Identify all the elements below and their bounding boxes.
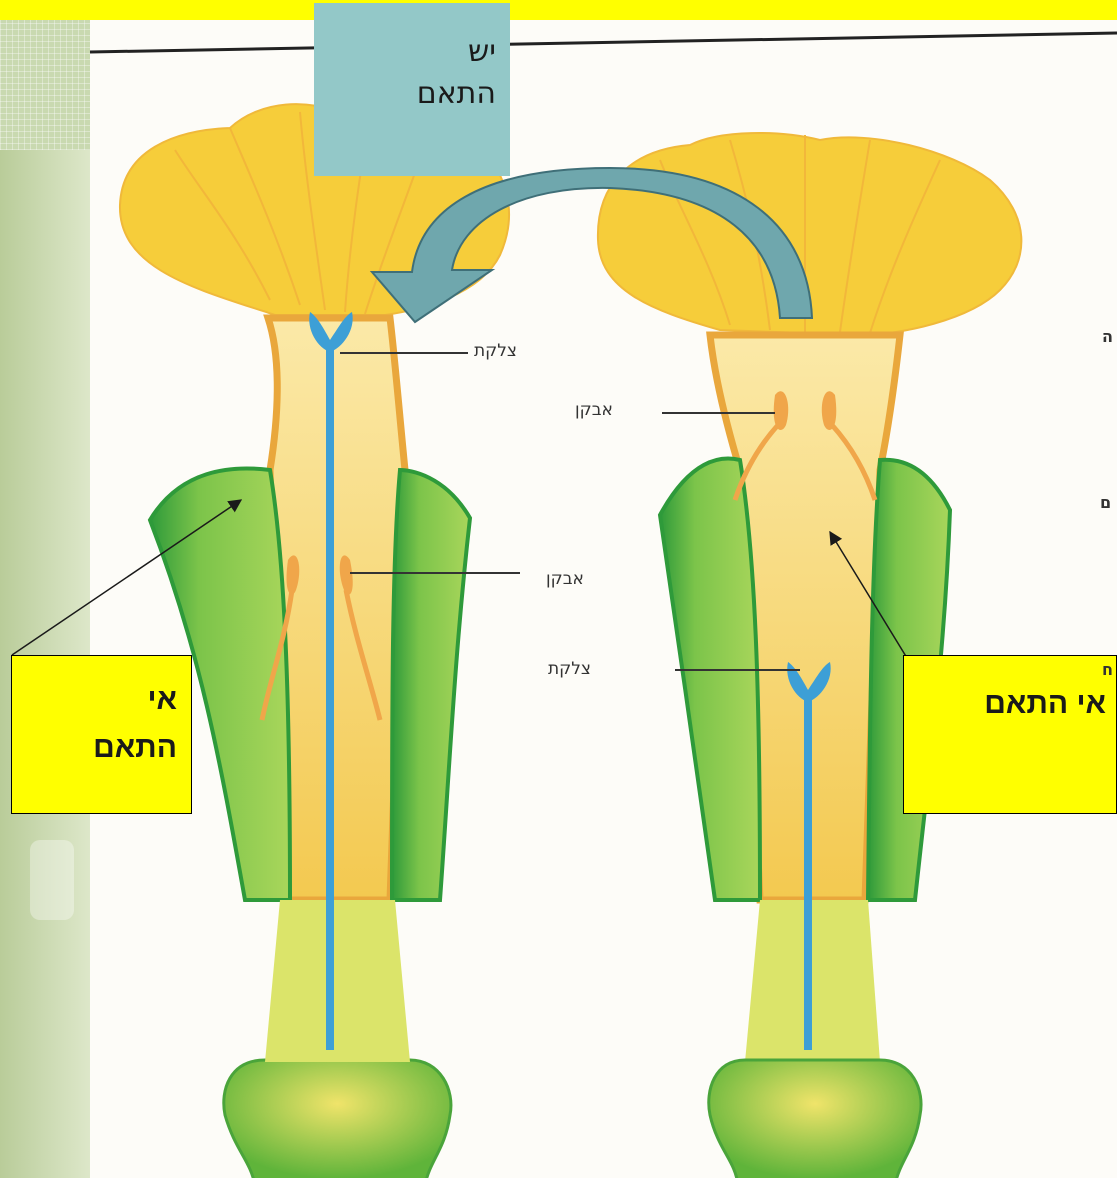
right-ovary: [709, 1060, 921, 1178]
left-ovary: [224, 1060, 451, 1178]
compatible-line-1: יש: [314, 31, 496, 73]
compatible-line-2: התאם: [314, 73, 496, 115]
label-stigma-left: צלקת: [474, 341, 517, 361]
incompatible-callout-left: אי התאם: [11, 655, 192, 814]
incompatible-left-line-2: התאם: [12, 724, 177, 772]
left-sepal-right: [392, 470, 470, 900]
incompatible-left-line-1: אי: [12, 676, 177, 724]
incompatible-callout-right: אי התאם: [903, 655, 1117, 814]
label-anther-right: אבקן: [575, 400, 613, 420]
label-stigma-right: צלקת: [548, 659, 591, 679]
compatible-callout: יש התאם: [314, 3, 510, 176]
label-anther-left: אבקן: [546, 569, 584, 589]
side-fragment-1: ה: [1102, 327, 1113, 346]
side-fragment-2: ם: [1100, 493, 1111, 512]
left-neck: [265, 900, 410, 1062]
right-neck: [745, 900, 880, 1062]
page-top-rule: [90, 33, 1117, 52]
right-sepal: [660, 459, 760, 900]
side-fragment-3: ח: [1102, 660, 1113, 679]
